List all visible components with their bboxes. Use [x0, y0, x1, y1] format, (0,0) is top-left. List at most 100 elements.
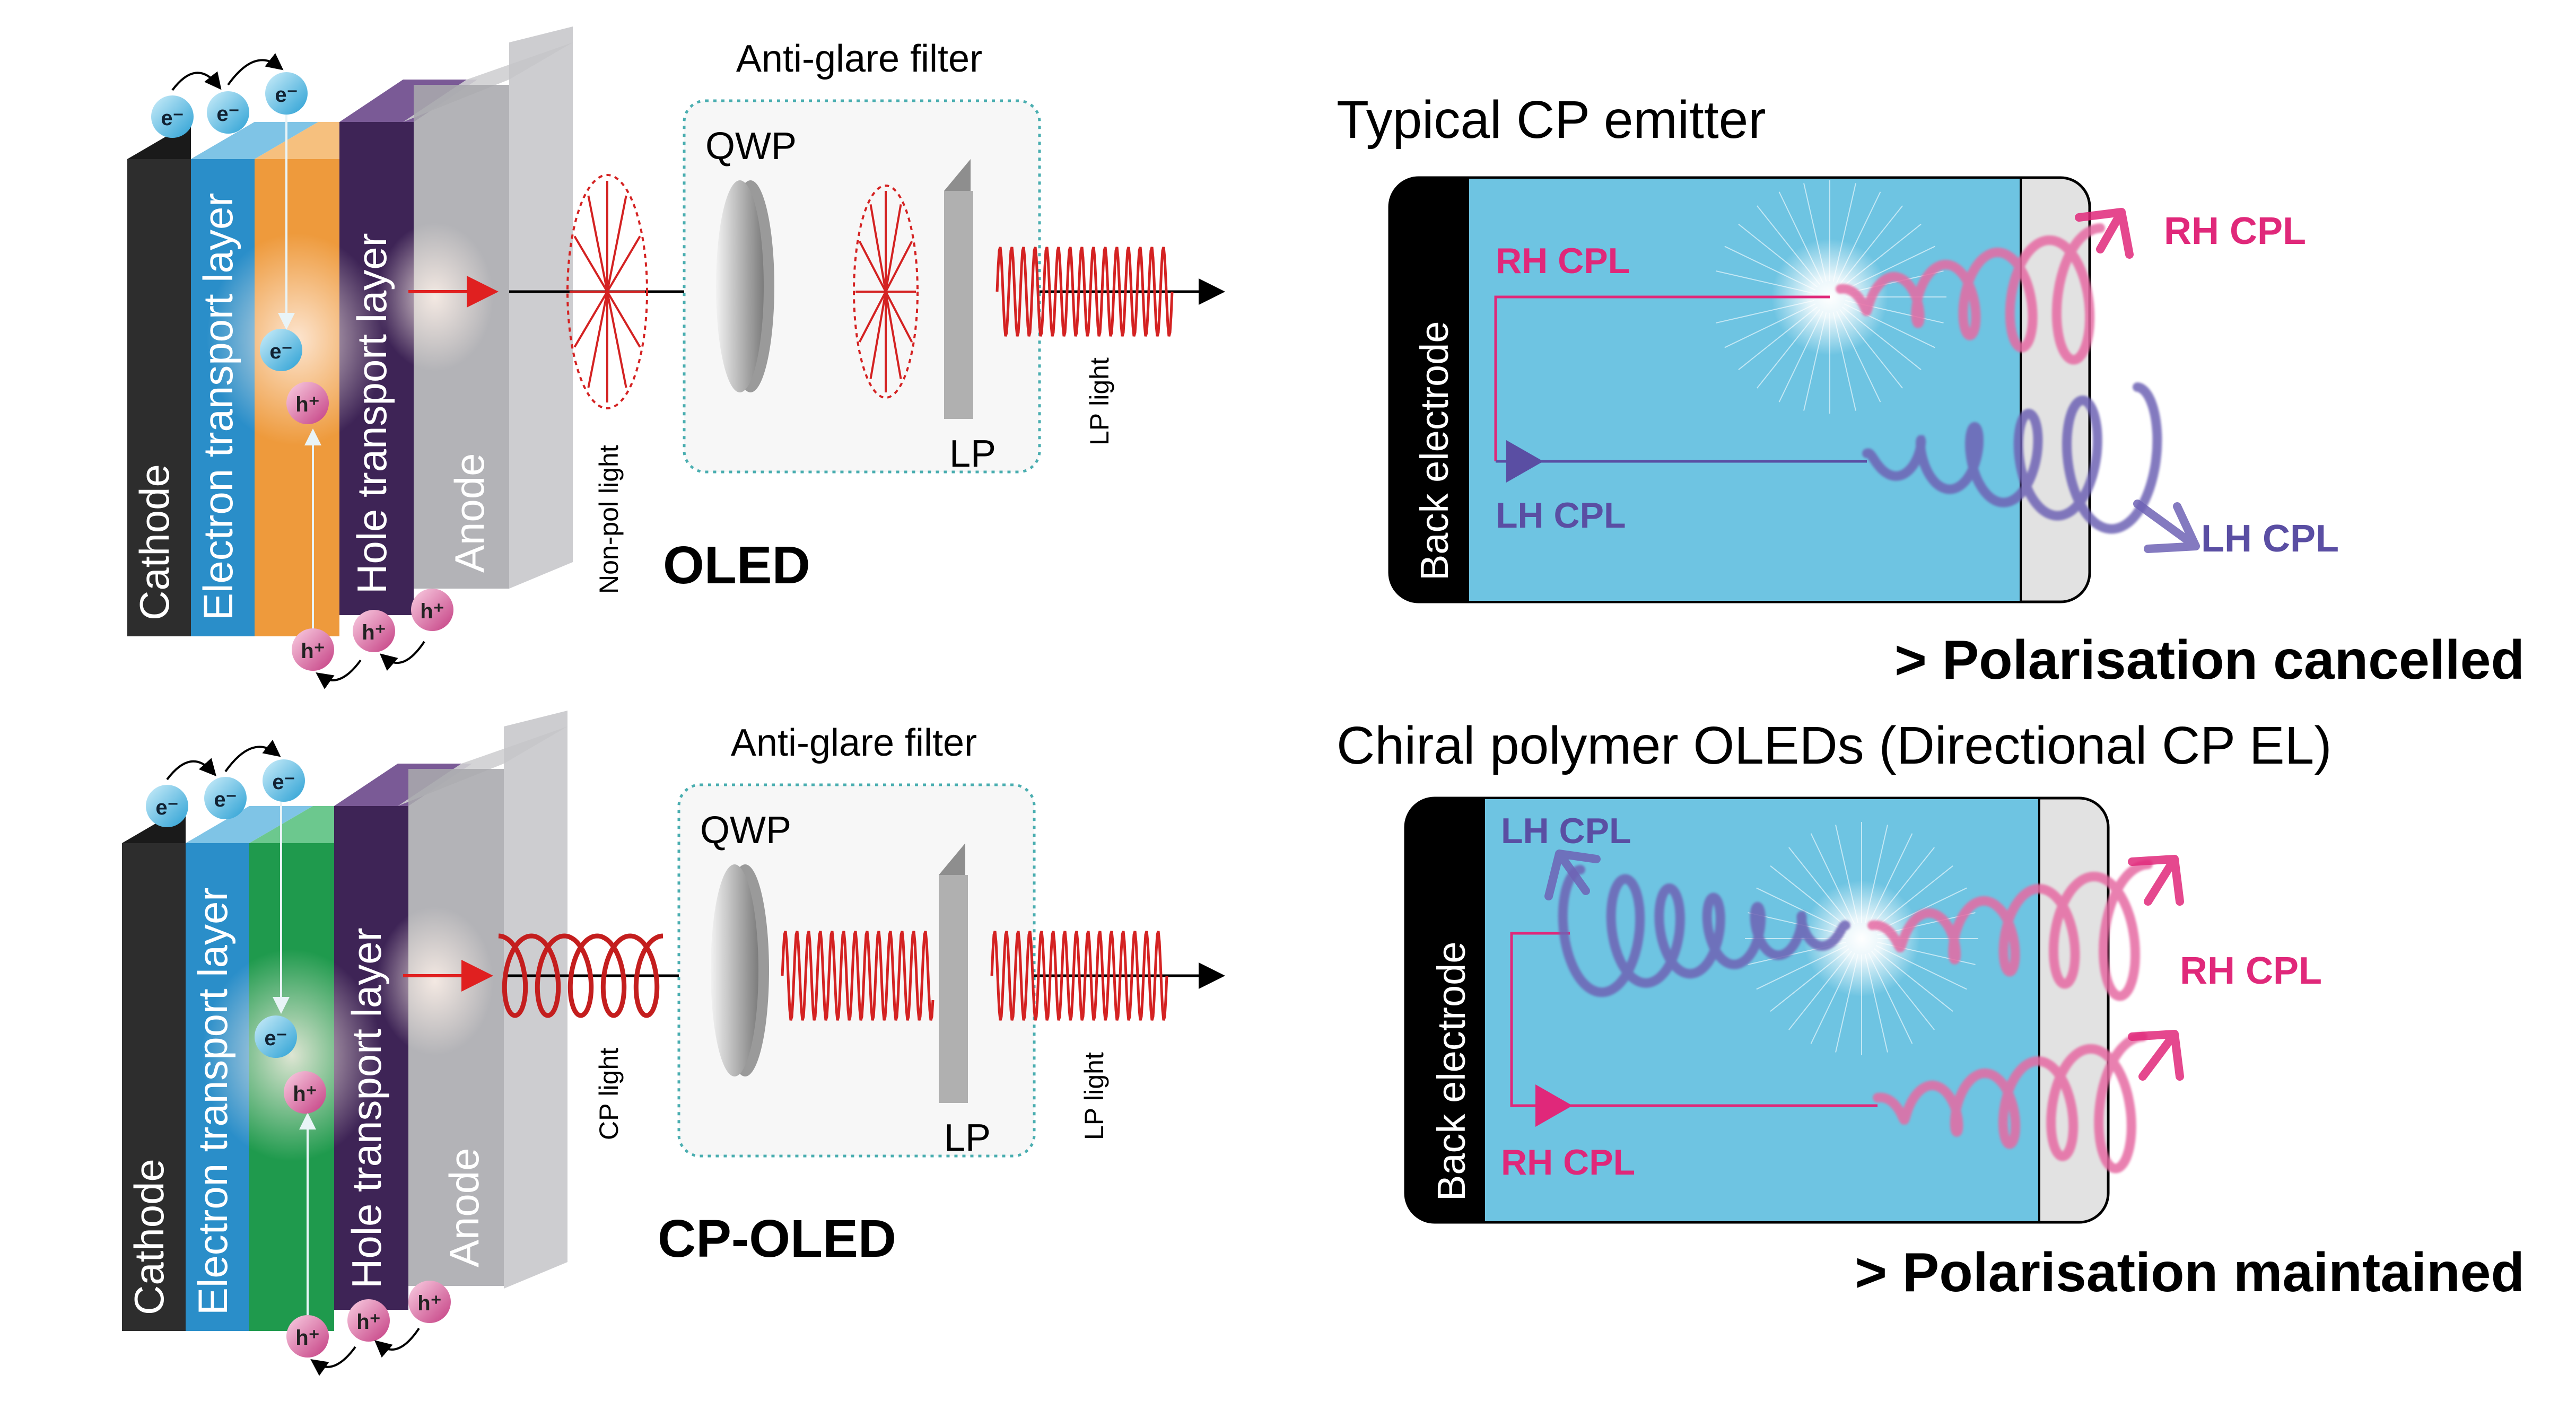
hole-label: h⁺ — [293, 1082, 317, 1106]
hole — [292, 628, 334, 671]
top-rh-inner-label: RH CPL — [1496, 241, 1630, 281]
bottom-lp-label: LP — [944, 1117, 991, 1159]
top-qwp-label: QWP — [705, 125, 797, 168]
top-output-light-label: LP light — [1085, 357, 1114, 445]
hop-arrow-icon — [310, 1346, 356, 1376]
bottom-lh-inner-label: LH CPL — [1501, 811, 1631, 851]
electron-label: e⁻ — [155, 796, 178, 819]
hole-label: h⁺ — [417, 1292, 442, 1315]
top-lh-arrow-icon — [2133, 500, 2200, 553]
bottom-anode-label: Anode — [441, 1148, 487, 1267]
bottom-rh-arrow-icon-lower — [2128, 1030, 2184, 1081]
electron-label: e⁻ — [216, 102, 239, 126]
bottom-emission-glow — [377, 907, 493, 1055]
bottom-result-text: > Polarisation maintained — [1855, 1242, 2525, 1303]
top-anode-label: Anode — [446, 453, 493, 573]
bottom-recombination-glow — [202, 949, 382, 1161]
burst-ray — [573, 235, 641, 348]
top-rh-helix — [1836, 223, 2105, 365]
bottom-emission-point-glow — [1803, 880, 1920, 997]
bottom-emitter-panel: Chiral polymer OLEDs (Directional CP EL)… — [1337, 716, 2525, 1303]
top-rh-outer-label: RH CPL — [2164, 210, 2306, 252]
top-htl-label: Hole transport layer — [348, 233, 395, 594]
electron — [265, 72, 308, 115]
electron — [207, 91, 249, 134]
bottom-anode-back — [504, 711, 567, 1289]
top-filter-title: Anti-glare filter — [736, 38, 982, 80]
bottom-input-light-label: CP light — [594, 1048, 624, 1140]
bottom-device-title: CP-OLED — [658, 1209, 896, 1268]
electron — [204, 777, 247, 819]
hop-arrow-icon — [166, 758, 216, 781]
bottom-filter-title: Anti-glare filter — [731, 722, 977, 764]
bottom-optical-path: CP light Anti-glare filter QWP LP LP lig… — [403, 722, 1225, 1268]
hole — [353, 610, 395, 652]
top-oled-stack: Cathode Electron transport layer Hole tr… — [127, 27, 573, 689]
hole — [286, 382, 329, 424]
top-etl-label: Electron transport layer — [195, 193, 241, 620]
hole-label: h⁺ — [356, 1310, 381, 1334]
bottom-cathode-label: Cathode — [126, 1159, 172, 1315]
electron — [255, 1015, 297, 1058]
bottom-rh-helix-upper — [1867, 860, 2153, 1001]
top-input-light-label: Non-pol light — [594, 445, 624, 594]
top-nonpol-light-icon — [566, 174, 648, 409]
top-lh-outer-label: LH CPL — [2201, 518, 2339, 560]
burst-outline — [566, 174, 648, 409]
top-device-title: OLED — [663, 536, 810, 595]
electron-label: e⁻ — [264, 1027, 287, 1050]
bottom-lh-helix — [1558, 865, 1850, 997]
hop-arrow-icon — [227, 53, 284, 86]
top-red-arrowhead-icon — [467, 276, 499, 308]
bottom-rh-inner-path — [1510, 932, 1878, 1107]
electron-label: e⁻ — [214, 788, 237, 811]
bottom-holes: h⁺ h⁺ h⁺ h⁺ — [284, 1071, 451, 1358]
top-lh-arrowhead-icon — [1506, 440, 1543, 483]
hop-arrow-icon — [171, 71, 222, 91]
electron-label: e⁻ — [269, 340, 292, 363]
bottom-rh-right-label: RH CPL — [2180, 950, 2322, 992]
electron-label: e⁻ — [161, 107, 184, 130]
bottom-qwp-label: QWP — [700, 809, 791, 852]
hole — [411, 589, 453, 631]
top-result-text: > Polarisation cancelled — [1894, 629, 2525, 691]
electron-label: e⁻ — [275, 83, 298, 107]
bottom-red-arrowhead-icon — [461, 960, 493, 992]
bottom-htl-label: Hole transport layer — [343, 927, 390, 1289]
hole-label: h⁺ — [295, 1326, 320, 1350]
top-cathode-layer — [127, 159, 191, 636]
bottom-back-electrode-label: Back electrode — [1429, 942, 1473, 1202]
electron-label: e⁻ — [272, 770, 295, 794]
top-qwp-plate — [716, 180, 774, 392]
hop-arrow-icon — [374, 1327, 420, 1358]
top-electrons: e⁻ e⁻ e⁻ e⁻ — [151, 72, 308, 371]
bottom-rh-helix-lower — [1873, 1032, 2147, 1174]
top-lh-inner-label: LH CPL — [1496, 495, 1626, 536]
bottom-output-light-label: LP light — [1079, 1052, 1109, 1140]
bottom-electrons: e⁻ e⁻ e⁻ e⁻ — [146, 759, 305, 1058]
electron — [263, 759, 305, 802]
top-back-electrode-label: Back electrode — [1412, 321, 1456, 581]
top-emission-glow — [377, 223, 493, 371]
bottom-etl-label: Electron transport layer — [189, 888, 236, 1315]
bottom-cpoled-stack: Cathode Electron transport layer Hole tr… — [122, 711, 567, 1376]
top-cathode-label: Cathode — [131, 464, 178, 620]
bottom-out-lp-wave — [990, 931, 1168, 1021]
electron — [260, 329, 302, 371]
hop-arrow-icon — [379, 641, 425, 671]
electron — [146, 785, 188, 827]
hole-label: h⁺ — [295, 393, 320, 416]
hole-label: h⁺ — [420, 600, 444, 623]
bottom-rh-arrowhead-icon — [1535, 1084, 1573, 1127]
electron — [151, 95, 194, 138]
bottom-emitter-title: Chiral polymer OLEDs (Directional CP EL) — [1337, 716, 2332, 775]
hole-label: h⁺ — [301, 640, 325, 663]
top-optical-path: Non-pol light Anti-glare filter QWP LP L… — [408, 38, 1225, 595]
hole — [284, 1071, 326, 1114]
hop-arrow-icon — [224, 740, 281, 773]
bottom-qwp-plate — [711, 864, 769, 1076]
top-lp-label: LP — [949, 433, 996, 475]
top-lp-plate — [944, 159, 973, 419]
bottom-cathode-layer — [122, 843, 186, 1331]
